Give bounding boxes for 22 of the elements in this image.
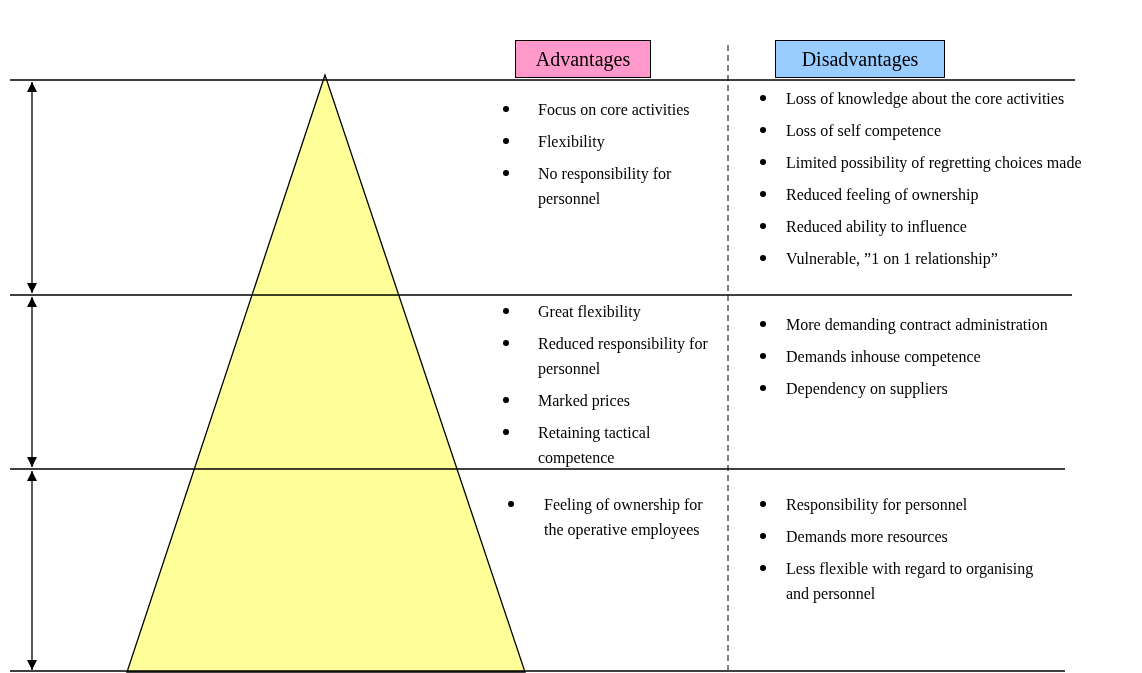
list-item-text: Great flexibility	[538, 302, 641, 323]
list-item-text: More demanding contract administration	[786, 315, 1048, 336]
list-item-text: Vulnerable, ”1 on 1 relationship”	[786, 249, 998, 270]
list-item-text: Demands more resources	[786, 527, 948, 547]
list-item-text: Focus on core activities	[538, 100, 690, 120]
list-item-text: Dependency on suppliers	[786, 379, 948, 400]
header-box: Advantages	[515, 40, 651, 78]
list-item-text: Loss of self competence	[786, 121, 942, 142]
list-item-text: Retaining tactical competence	[538, 423, 652, 469]
list-item-text: No responsibility for personnel	[538, 164, 673, 210]
list-item-text: Responsibility for personnel	[786, 495, 968, 516]
list-item-text: Loss of knowledge about the core activities	[786, 89, 1065, 110]
list-item-text: Demands inhouse competence	[786, 347, 981, 368]
list-item-text: Limited possibility of regretting choices made	[786, 153, 1082, 174]
list-item-text: Feeling of ownership for the operative employees	[544, 495, 704, 541]
list-item-text: Reduced feeling of ownership	[786, 185, 979, 206]
list-item-text: Reduced responsibility for personnel	[538, 334, 709, 380]
list-item-text: Marked prices	[538, 391, 630, 412]
list-item-text: Flexibility	[538, 132, 605, 153]
list-item-text: Less flexible with regard to organising and personnel	[786, 559, 1035, 605]
header-box: Disadvantages	[775, 40, 945, 78]
list-item-text: Reduced ability to influence	[786, 217, 967, 238]
